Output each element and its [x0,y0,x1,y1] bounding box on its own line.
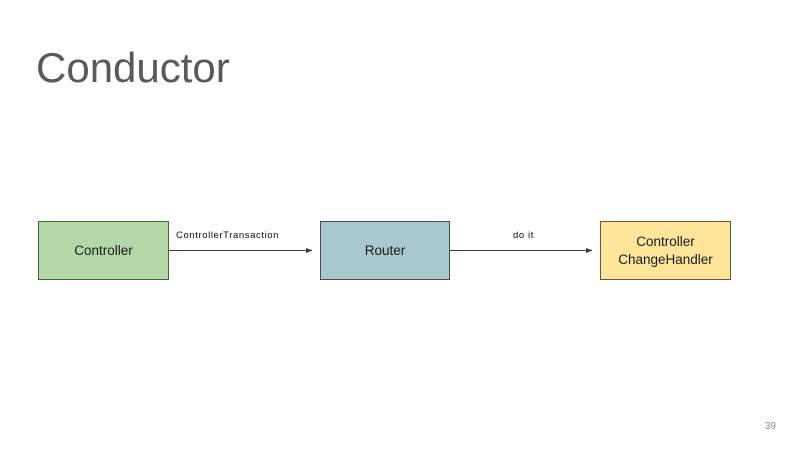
node-controller[interactable]: Controller [38,221,169,280]
node-controller-change-handler-label-line-1: Controller [636,233,695,249]
node-router[interactable]: Router [320,221,450,280]
page-number: 39 [764,421,776,432]
page-title: Conductor [36,44,230,91]
node-controller-label: Controller [74,242,133,258]
edge-label-controller-transaction: ControllerTransaction [176,230,280,241]
node-router-label: Router [364,242,406,258]
edge-label-do-it: do it [513,230,534,241]
node-controller-change-handler[interactable]: Controller ChangeHandler [600,221,731,280]
node-controller-change-handler-label-line-2: ChangeHandler [618,251,713,267]
